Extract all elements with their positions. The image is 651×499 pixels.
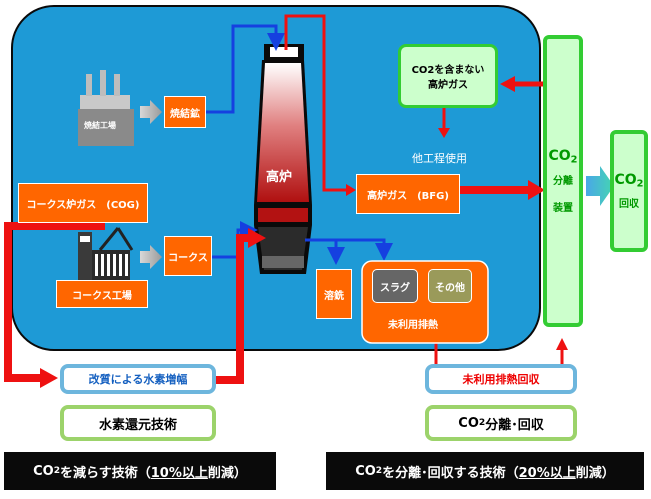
hydrogen-amplification-box: 改質による水素増幅 bbox=[60, 364, 216, 394]
co2-separator-column: CO2 分離 装置 bbox=[543, 35, 583, 327]
coke-plant-to-coke-arrow bbox=[140, 245, 162, 269]
slag-box: スラグ bbox=[372, 269, 418, 303]
sinter-plant-label: 焼結工場 bbox=[84, 121, 116, 130]
hot-metal-box: 溶銑 bbox=[316, 269, 352, 319]
other-process-label: 他工程使用 bbox=[412, 152, 467, 165]
blast-furnace-shape bbox=[254, 44, 312, 274]
co2-free-gas-line2: 高炉ガス bbox=[428, 80, 468, 91]
sinter-plant-icon bbox=[78, 70, 134, 146]
co2-free-gas-box: CO2を含まない 高炉ガス bbox=[398, 44, 498, 108]
coke-plant-icon bbox=[78, 227, 134, 282]
co2-free-gas-line1: CO2を含まない bbox=[411, 65, 485, 76]
heat-recovery-box: 未利用排熱回収 bbox=[425, 364, 577, 394]
unused-heat-label: 未利用排熱 bbox=[388, 320, 438, 331]
top-gas-arrow bbox=[284, 14, 348, 192]
hydrogen-reduction-box: 水素還元技術 bbox=[60, 405, 216, 441]
separator-to-recovery-arrow bbox=[586, 166, 614, 206]
separator-co2-label: CO2 bbox=[548, 148, 578, 166]
coke-plant-box: コークス工場 bbox=[56, 280, 148, 308]
cog-to-reforming-arrow bbox=[4, 222, 105, 382]
separator-to-co2-free-gas-head bbox=[500, 76, 515, 92]
slag-flow-arrow bbox=[305, 238, 393, 261]
bfg-to-separator-head bbox=[528, 180, 545, 200]
recovery-line2: 回収 bbox=[619, 199, 639, 211]
sinter-ore-box: 焼結鉱 bbox=[164, 96, 206, 128]
coke-box: コークス bbox=[164, 236, 212, 276]
separator-line2: 分離 bbox=[553, 175, 573, 187]
top-charge-arrow bbox=[205, 24, 285, 114]
cog-box: コークス炉ガス (COG) bbox=[18, 183, 148, 223]
hydrogen-to-furnace-arrow bbox=[216, 234, 250, 384]
bfg-box: 高炉ガス (BFG) bbox=[356, 174, 460, 214]
recovery-co2-label: CO2 bbox=[614, 171, 644, 190]
separator-line3: 装置 bbox=[553, 202, 573, 214]
co2-recovery-box: CO2 回収 bbox=[610, 130, 648, 252]
others-box: その他 bbox=[428, 269, 472, 303]
sinter-to-sinter-ore-arrow bbox=[140, 100, 162, 124]
blast-furnace-label: 高炉 bbox=[266, 170, 293, 185]
